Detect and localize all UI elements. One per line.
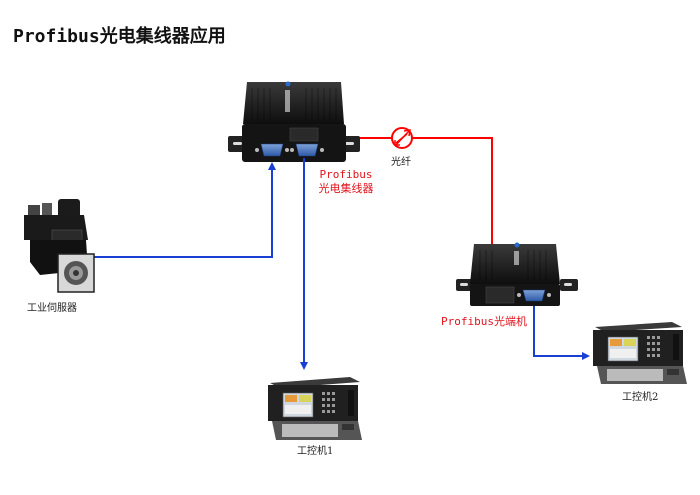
- fiber-terminal-device: [456, 242, 578, 306]
- hub-logo-icon: [285, 81, 291, 87]
- terminal-fiber-port: [485, 286, 515, 304]
- hub-label: Profibus 光电集线器: [306, 168, 386, 196]
- hub-top: [243, 82, 344, 124]
- hub-device: [228, 81, 360, 162]
- fiber-link-icon: [391, 127, 413, 149]
- industrial-pc-1: [268, 377, 362, 440]
- terminal-db9-port: [517, 289, 551, 302]
- page-title: Profibus光电集线器应用: [13, 26, 226, 47]
- hub-label-line1: Profibus: [319, 168, 373, 181]
- terminal-label: Profibus光端机: [441, 315, 527, 328]
- hub-fiber-port: [289, 127, 319, 142]
- ipc2-label: 工控机2: [622, 392, 659, 403]
- servo-to-hub-cable: [94, 162, 276, 258]
- servo-motor: [24, 199, 95, 293]
- fiber-label: 光纤: [391, 157, 411, 168]
- hub-label-line2: 光电集线器: [318, 182, 374, 195]
- terminal-to-ipc2-cable: [533, 306, 590, 360]
- servo-label: 工业伺服器: [27, 303, 77, 314]
- hub-db9-port-2: [290, 143, 324, 157]
- hub-db9-port-1: [255, 143, 289, 157]
- industrial-pc-2: [593, 322, 687, 384]
- ipc1-label: 工控机1: [297, 446, 334, 457]
- terminal-logo-icon: [514, 242, 520, 248]
